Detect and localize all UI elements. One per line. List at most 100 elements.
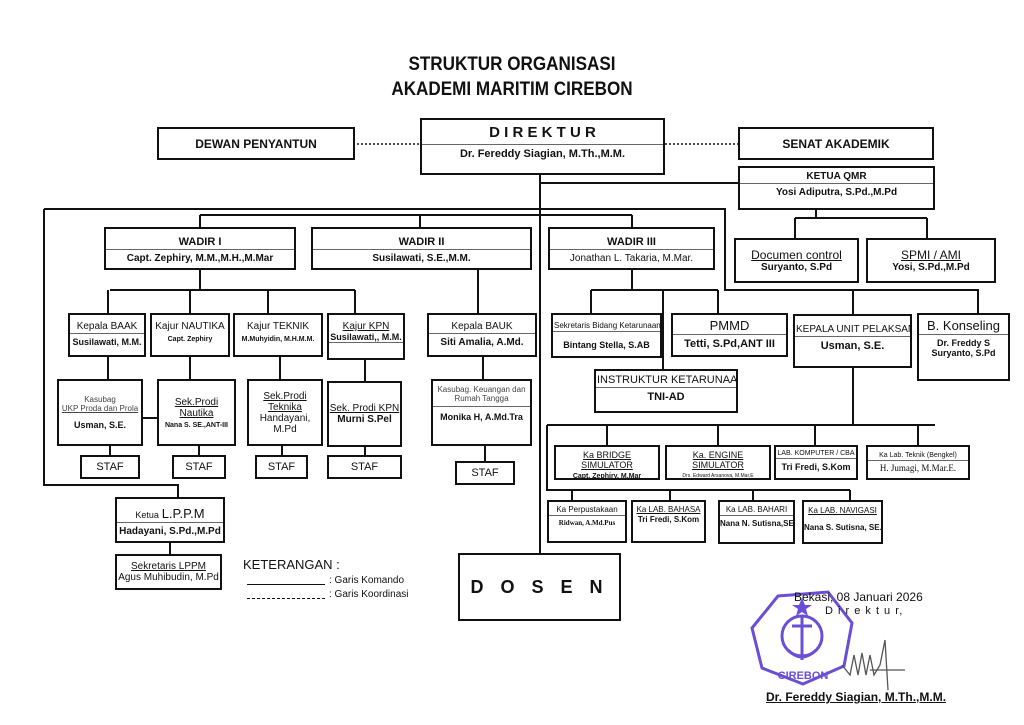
unit-name: Bintang Stella, S.AB <box>563 340 650 350</box>
unit-name: Tetti, S.Pd,ANT III <box>684 338 775 350</box>
unit-title: Kasubag <box>84 395 116 404</box>
doc-title: Documen control <box>751 248 842 262</box>
staf-box: STAF <box>455 461 515 485</box>
qmr-title: KETUA QMR <box>740 168 933 184</box>
unit-title: Sek.Prodi Teknika <box>263 390 307 413</box>
unit-title: Sek.Prodi Nautika <box>174 396 219 419</box>
dosen-box: D O S E N <box>458 553 621 621</box>
unit-name: Usman, S.E. <box>73 420 127 430</box>
unit-name: Ridwan, A.Md.Pus <box>558 519 616 527</box>
wadir-3-box: WADIR III Jonathan L. Takaria, M.Mar. <box>548 227 715 270</box>
unit-name: Nana S. SE.,ANT-III <box>164 421 228 429</box>
staf-box: STAF <box>327 455 402 479</box>
signature-name: Dr. Fereddy Siagian, M.Th.,M.M. <box>766 690 947 704</box>
unit-title: LAB. KOMPUTER / CBA <box>776 447 856 459</box>
legend-dashed-line <box>247 598 325 599</box>
unit-name: Susilawati, M.M. <box>72 337 142 347</box>
staf-box: STAF <box>80 455 140 479</box>
kajur-nautika-box: Kajur NAUTIKA Capt. Zephiry <box>150 313 230 357</box>
unit-name: Capt. Zephiry <box>167 336 213 343</box>
staf-box: STAF <box>255 455 308 479</box>
unit-title: Kajur KPN <box>342 321 390 332</box>
chart-title: STRUKTUR ORGANISASI <box>408 54 616 75</box>
signature-place-date: Bekasi, 08 Januari 2026 <box>794 590 923 604</box>
ketua-lppm-box: Ketua L.P.P.M Hadayani, S.Pd.,M.Pd <box>115 497 225 543</box>
unit-name: Nana N. Sutisna,SE <box>720 519 794 528</box>
unit-title: Sekretaris LPPM <box>130 561 207 572</box>
unit-subtitle: UKP Proda dan Prola <box>61 404 139 413</box>
unit-name: Tri Fredi, S.Kom <box>637 515 700 524</box>
unit-title: PMMD <box>673 315 786 335</box>
unit-title: Kepala BAAK <box>70 315 144 334</box>
lab-bahari-box: Ka LAB. BAHARI Nana N. Sutisna,SE <box>718 500 795 544</box>
dewan-penyantun-box: DEWAN PENYANTUN <box>157 127 355 160</box>
unit-title: Kajur TEKNIK <box>246 321 310 332</box>
unit-name: Suryanto, S.Pd <box>931 348 996 358</box>
dewan-label: DEWAN PENYANTUN <box>195 136 317 151</box>
wadir-1-box: WADIR I Capt. Zephiry, M.M.,M.H.,M.Mar <box>104 227 296 270</box>
pmmd-box: PMMD Tetti, S.Pd,ANT III <box>671 313 788 357</box>
wadir-name: Jonathan L. Takaria, M.Mar. <box>569 253 694 264</box>
legend-komando: : Garis Komando <box>329 575 405 586</box>
senat-akademik-box: SENAT AKADEMIK <box>738 127 934 160</box>
wadir-title: WADIR I <box>106 229 294 250</box>
legend-solid-line <box>247 584 325 585</box>
spmi-title: SPMI / AMI <box>900 248 961 262</box>
legend-title: KETERANGAN : <box>243 557 340 572</box>
unit-title: Kasubag. Keuangan dan Rumah Tangga <box>433 381 530 407</box>
unit-name: Susilawati,, M.M. <box>329 332 403 343</box>
unit-title: Ka LAB. BAHASA <box>636 505 701 514</box>
spmi-name: Yosi, S.Pd.,M.Pd <box>892 262 970 273</box>
signature-role: D i r e k t u r, <box>825 605 904 617</box>
unit-name: Hadayani, S.Pd.,M.Pd <box>119 526 221 537</box>
doc-name: Suryanto, S.Pd <box>760 262 833 273</box>
unit-name: Monika H, A.Md.Tra <box>440 412 523 422</box>
academy-stamp-icon: CIREBON <box>750 590 854 686</box>
lab-teknik-box: Ka Lab. Teknik (Bengkel)H. Jumagi, M.Mar… <box>866 445 970 480</box>
wadir-title: WADIR III <box>550 229 713 250</box>
unit-name: Siti Amalia, A.Md. <box>440 337 524 348</box>
unit-name: Capt. Zephiry, M.Mar <box>572 473 642 480</box>
legend-koordinasi: : Garis Koordinasi <box>329 589 409 600</box>
unit-title: Ka LAB. BAHARI <box>720 502 793 516</box>
unit-name: M.Muhyidin, M.H.M.M. <box>241 336 315 343</box>
unit-name: Usman, S.E. <box>820 340 885 352</box>
unit-title: Ka Lab. Teknik (Bengkel) <box>868 447 968 461</box>
unit-name: Murni S.Pel <box>337 414 392 425</box>
unit-name: Drs. Edward Arsanova, M.Mar.E <box>682 473 754 479</box>
unit-name: Handayani, M.Pd <box>259 412 311 435</box>
lppm-title: L.P.P.M <box>161 506 205 521</box>
wadir-name: Capt. Zephiry, M.M.,M.H.,M.Mar <box>126 253 274 264</box>
unit-title: Kajur NAUTIKA <box>155 321 225 332</box>
bridge-simulator-box: Ka BRIDGE SIMULATOR Capt. Zephiry, M.Mar <box>554 445 660 480</box>
unit-name: TNI-AD <box>647 391 685 403</box>
unit-title: B. Konseling <box>919 315 1008 335</box>
chart-subtitle: AKADEMI MARITIM CIREBON <box>391 79 633 100</box>
lppm-title-prefix: Ketua <box>135 510 159 520</box>
senat-label: SENAT AKADEMIK <box>782 136 890 151</box>
unit-title: Ka Perpustakaan <box>549 502 625 516</box>
wadir-title: WADIR II <box>313 229 530 250</box>
unit-title: Sekretaris Bidang Ketarunaan <box>553 315 660 332</box>
kepala-baak-box: Kepala BAAK Susilawati, M.M. <box>68 313 146 357</box>
signature-icon <box>841 639 905 691</box>
unit-title: Ka BRIDGE SIMULATOR <box>581 450 633 470</box>
unit-title: Sek. Prodi KPN <box>329 403 400 414</box>
unit-title: INSTRUKTUR KETARUNAAN <box>596 371 736 388</box>
